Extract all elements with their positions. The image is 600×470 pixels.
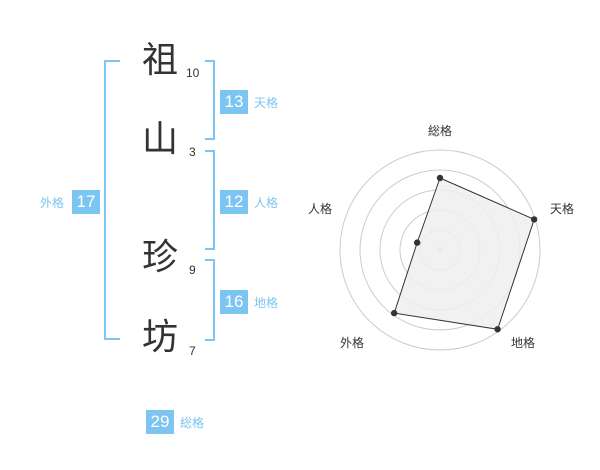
soukaku-badge: 29 [146, 410, 174, 434]
radar-axis-label-jinkaku: 人格 [308, 202, 333, 216]
name-char-2: 山 [141, 119, 178, 160]
soukaku-label: 総格 [180, 416, 205, 430]
radar-data-polygon [393, 177, 535, 330]
jinkaku-label: 人格 [254, 196, 279, 210]
chikaku-bracket [205, 259, 215, 341]
stroke-count-2: 3 [189, 145, 196, 159]
radar-data-points [390, 174, 538, 333]
name-char-3: 珍 [141, 237, 178, 278]
radar-point-3 [494, 326, 501, 333]
stroke-count-1: 10 [186, 66, 200, 80]
jinkaku-badge: 12 [220, 190, 248, 214]
tenkaku-bracket [205, 60, 215, 140]
radar-point-4 [390, 309, 398, 317]
radar-point-5 [413, 239, 421, 246]
radar-grid-ring [339, 149, 541, 351]
stroke-count-3: 9 [189, 263, 196, 277]
gaikaku-badge: 17 [72, 190, 100, 214]
jinkaku-bracket [205, 150, 215, 250]
name-char-4: 坊 [141, 317, 178, 358]
chikaku-badge: 16 [220, 290, 248, 314]
radar-point-2 [530, 216, 538, 223]
gaikaku-bracket [104, 60, 120, 340]
radar-axis-label-soukaku: 総格 [428, 124, 453, 138]
radar-axis-label-tenkaku: 天格 [550, 202, 575, 216]
stroke-count-4: 7 [189, 344, 196, 358]
radar-axis-label-gaikaku: 外格 [340, 336, 365, 350]
chikaku-label: 地格 [254, 296, 279, 310]
radar-point-1 [436, 174, 444, 182]
name-char-1: 祖 [141, 40, 178, 81]
gaikaku-label: 外格 [40, 196, 65, 210]
tenkaku-label: 天格 [254, 96, 279, 110]
radar-axis-label-chikaku: 地格 [511, 336, 536, 350]
tenkaku-badge: 13 [220, 90, 248, 114]
